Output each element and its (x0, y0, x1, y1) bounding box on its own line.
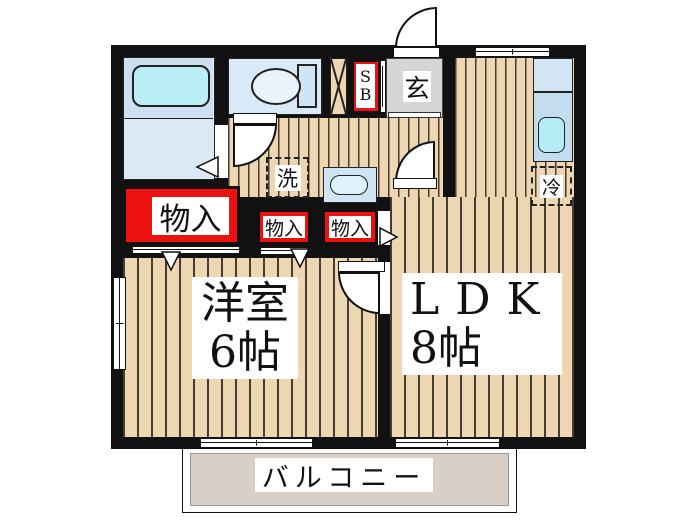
bathtub-icon (132, 65, 210, 107)
bathroom-opening (215, 125, 228, 178)
laundry-box: 洗 (266, 157, 309, 198)
entrance-door-swing (395, 7, 437, 48)
entrance-area: 玄 (386, 58, 443, 118)
ldk-western-door-opening (378, 262, 390, 314)
storage-large: 物入 (123, 186, 240, 245)
entrance-label: 玄 (403, 71, 431, 103)
bathroom (123, 57, 215, 180)
toilet-room (228, 58, 322, 115)
kitchen-sink-icon (538, 117, 565, 153)
column-crosshatch (330, 58, 347, 115)
kitchen-counter-top (533, 58, 573, 92)
entrance-door-threshold (393, 47, 440, 58)
laundry-label: 洗 (274, 164, 301, 191)
western-room-label: 洋室 6帖 (192, 277, 298, 379)
ldk-western-door-panel (338, 261, 385, 272)
storage-small-right: 物入 (323, 210, 377, 244)
refrigerator-label: 冷 (540, 174, 563, 199)
storage-small-left: 物入 (258, 210, 310, 244)
toilet-door-panel (233, 113, 277, 124)
storage-small-left-label: 物入 (263, 216, 305, 240)
ldk-label: LDK 8帖 (402, 273, 562, 375)
washbasin (323, 167, 377, 203)
kitchen-counter (533, 92, 573, 162)
refrigerator-box: 冷 (531, 166, 572, 206)
ldk-name: LDK (410, 273, 556, 325)
storage-small-left-sliding-door (260, 247, 308, 255)
storage-large-label: 物入 (152, 197, 229, 238)
storage-small-right-label: 物入 (329, 216, 371, 240)
western-room-name: 洋室 (201, 277, 289, 329)
storage-large-sliding-door (132, 246, 240, 254)
window-left-western (113, 277, 126, 370)
shoe-box-door (380, 60, 386, 113)
washbasin-bowl-icon (330, 175, 368, 195)
window-bottom-western (200, 438, 313, 448)
storage-small-right-opening (378, 211, 390, 245)
toilet-bowl-icon (251, 68, 301, 105)
hall-ldk-door-panel (393, 178, 437, 189)
ldk-size: 8帖 (410, 323, 482, 374)
entrance-step (388, 112, 441, 118)
window-top-kitchen (475, 47, 550, 57)
window-bottom-ldk (395, 438, 500, 448)
balcony-label: バルコニー (255, 458, 433, 494)
western-room-size: 6帖 (209, 327, 281, 378)
